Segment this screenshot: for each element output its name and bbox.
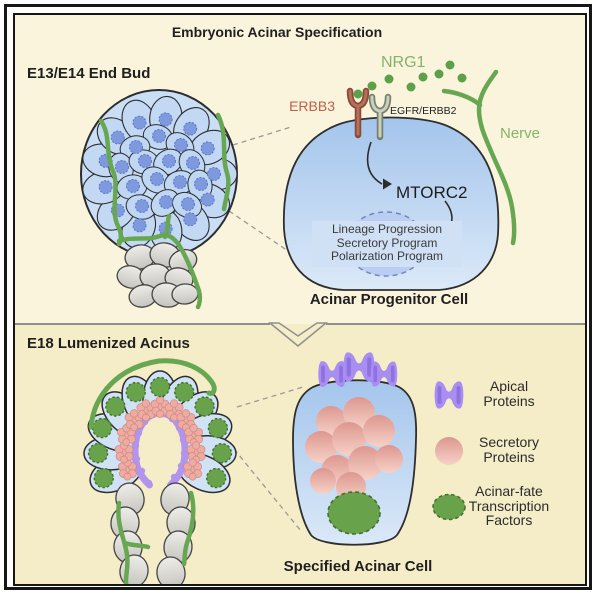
egfr-erbb2-label: EGFR/ERBB2 <box>390 105 457 117</box>
end-bud-duct <box>116 242 199 308</box>
acinus-nerve-fibers <box>88 358 217 584</box>
program-secretory: Secretory Program <box>336 235 438 250</box>
nrg1-ligand-dots <box>353 60 467 99</box>
legend-tf-line3: Factors <box>485 512 533 528</box>
egfr-erbb2-receptor <box>368 93 392 141</box>
end-bud-nuclei <box>98 112 221 236</box>
legend-apical-line1: Apical <box>489 378 529 394</box>
secretory-proteins <box>305 397 403 502</box>
nerve-fiber <box>441 69 517 246</box>
zoom-connector-lines-top <box>228 126 292 254</box>
nerve-label: Nerve <box>500 125 541 142</box>
legend-secretory-label: Secretory Proteins <box>459 435 559 464</box>
progenitor-nucleus <box>312 211 462 277</box>
legend-tf-line2: Transcription <box>468 497 550 514</box>
progenitor-cell-label: Acinar Progenitor Cell <box>309 291 469 308</box>
legend-apical-line2: Proteins <box>483 392 535 409</box>
mtorc2-label: MTORC2 <box>396 183 468 202</box>
nrg1-label: NRG1 <box>381 54 426 71</box>
program-lineage: Lineage Progression <box>331 222 443 236</box>
specified-cell-label: Specified Acinar Cell <box>283 558 433 575</box>
acinar-fate-nucleus <box>327 491 381 535</box>
program-polarization: Polarization Program <box>330 249 444 263</box>
figure-frame: Embryonic Acinar Specification E13/E14 E… <box>13 13 587 586</box>
legend-secretory-icon <box>435 437 463 465</box>
legend-tf-label: Acinar-fate Transcription Factors <box>452 484 566 528</box>
bottom-stage-label: E18 Lumenized Acinus <box>27 335 190 352</box>
top-stage-label: E13/E14 End Bud <box>27 65 151 82</box>
panel-divider <box>15 322 585 347</box>
erbb3-label: ERBB3 <box>289 98 335 114</box>
legend-tf-line1: Acinar-fate <box>475 483 543 499</box>
outer-frame <box>4 4 592 590</box>
legend-secretory-line1: Secretory <box>479 434 539 450</box>
legend-apical-label: Apical Proteins <box>459 379 559 408</box>
zoom-connector-lines-bottom <box>233 386 304 532</box>
legend-tf-icon <box>432 493 466 521</box>
end-bud <box>80 89 238 259</box>
transition-arrow <box>267 322 329 347</box>
figure-title: Embryonic Acinar Specification <box>171 24 383 40</box>
legend-icons <box>432 381 466 521</box>
legend-secretory-line2: Proteins <box>483 448 535 465</box>
erbb3-receptor <box>346 87 370 139</box>
figure-canvas <box>15 15 585 584</box>
end-bud-nerve-fibers <box>98 112 231 310</box>
program-list: Lineage Progression Secretory Program Po… <box>311 222 463 264</box>
